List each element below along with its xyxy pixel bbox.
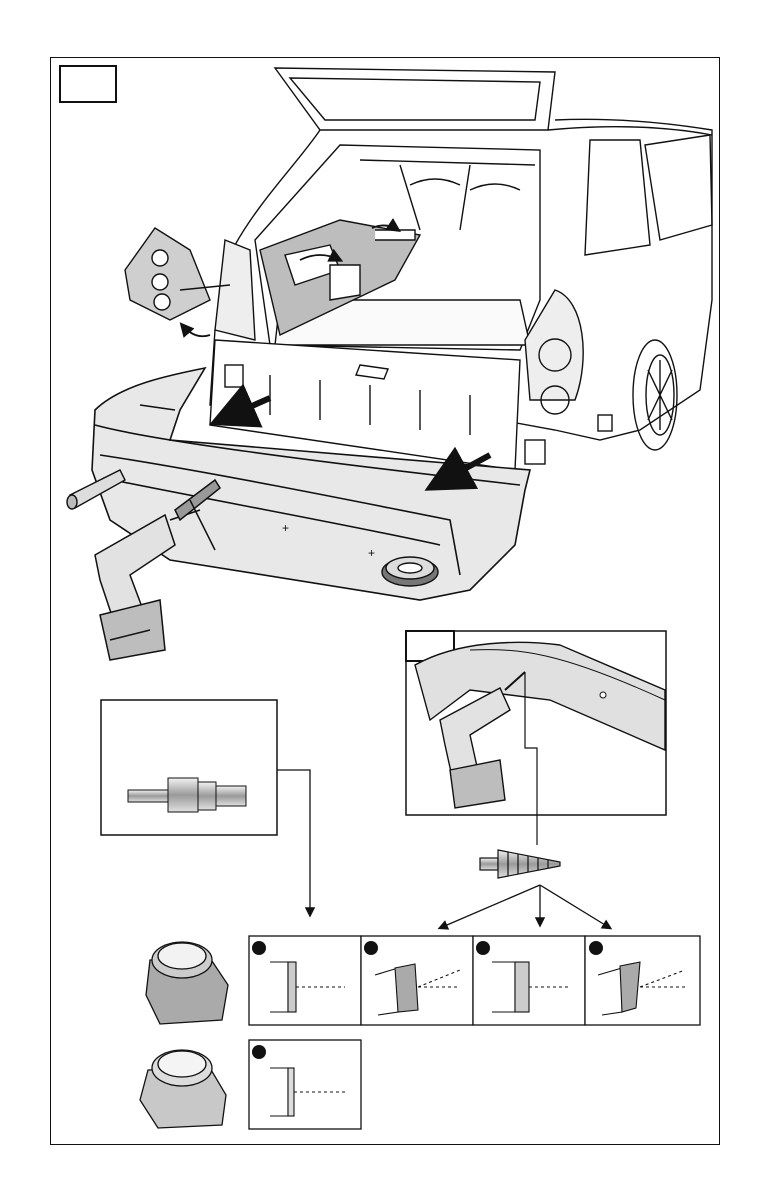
detail-drilling-box [406,631,666,815]
sensor-icon-2 [140,1050,226,1128]
bit-to-panels-arrows [440,885,610,928]
sensor-icon-1 [146,942,228,1024]
car-illustration [210,68,712,470]
svg-text:+: + [368,546,375,560]
step-label-box-main [60,66,116,102]
step-drill-bit-icon [480,850,560,878]
sensor-holder-box [101,700,277,835]
svg-text:+: + [282,521,289,535]
tape-roll-icon [382,557,438,586]
connector-holder [125,228,230,320]
